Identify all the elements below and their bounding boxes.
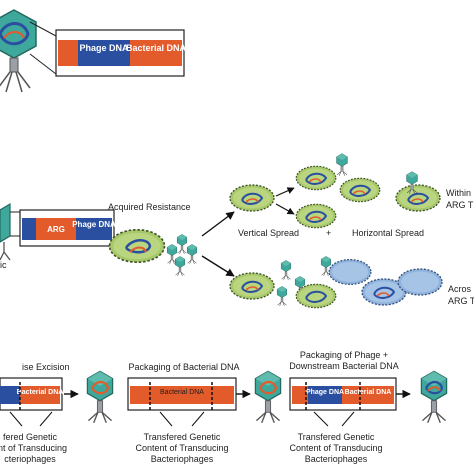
panel2-caption-2: Content of Transducing (135, 443, 228, 453)
top-bacterial-dna-block (130, 40, 182, 66)
vertical-spread-cell-2 (295, 165, 337, 191)
arg-label: ARG (47, 225, 65, 234)
panel1-caption-2: ent of Transducing (0, 443, 67, 453)
across-arg-label-1: Acros (448, 284, 472, 294)
top-bacterial-label: Bacterial DNA (126, 43, 187, 53)
panel2-bacterial-block (130, 386, 234, 404)
across-cell-2 (295, 283, 337, 309)
across-arg-label-2: ARG T (448, 296, 474, 306)
panel3-caption-3: Bacteriophages (305, 454, 368, 464)
across-cell-1 (229, 272, 275, 300)
middle-phage-dna-block (76, 218, 112, 240)
phage-cluster (166, 234, 198, 277)
arrow-down (201, 255, 235, 277)
zoom-lines-top (29, 21, 57, 75)
horizontal-spread-label: Horizontal Spread (352, 228, 424, 238)
middle-arg-block (36, 218, 76, 240)
arrow-spread-2 (275, 203, 295, 215)
across-cell-4 (361, 278, 407, 306)
panel1-bacterial-block (20, 386, 60, 404)
acquired-resistance-label: Acquired Resistance (108, 202, 191, 212)
within-arg-label-1: Within (446, 188, 471, 198)
panel3-title-1: Packaging of Phage + (300, 350, 388, 360)
arrow-spread-1 (275, 187, 295, 197)
panel1-caption-3: cteriophages (4, 454, 56, 464)
panel3-bacterial-block (342, 386, 394, 404)
middle-phage-label: Phage DNA (72, 220, 116, 229)
vertical-spread-cell-3 (295, 203, 337, 229)
panel3-bacterial-label: Bacterial DNA (345, 389, 392, 396)
horizontal-spread-cell (395, 184, 441, 212)
panel1-caption-1: fered Genetic (3, 432, 58, 442)
plus-label: + (326, 228, 331, 238)
panel3-phage-label: Phage DNA (306, 389, 344, 396)
panel2-phage (254, 370, 282, 424)
vertical-spread-cell-4 (339, 177, 381, 203)
panel3-title-2: Downstream Bacterial DNA (289, 361, 399, 371)
across-cell-5 (397, 268, 443, 296)
panel1-phage (86, 370, 114, 424)
resistant-cell (108, 228, 166, 264)
top-phage-dna-block (78, 40, 130, 66)
panel3-caption-2: Content of Transducing (289, 443, 382, 453)
left-partial-label: ic (0, 260, 7, 270)
panel2-caption-1: Transfered Genetic (144, 432, 221, 442)
panel3-phage-block (308, 386, 342, 404)
across-cell-3 (328, 259, 372, 285)
middle-left-phage (0, 202, 11, 261)
top-phage-label: Phage DNA (79, 43, 129, 53)
vertical-spread-label: Vertical Spread (238, 228, 299, 238)
vertical-spread-cell-1 (229, 184, 275, 212)
panel2-title: Packaging of Bacterial DNA (128, 362, 239, 372)
panel1-title: ise Excision (22, 362, 70, 372)
panel2-bacterial-label: Bacterial DNA (160, 389, 204, 396)
panel3-phage (420, 370, 448, 424)
top-phage-dna-segment (58, 40, 78, 66)
within-arg-label-2: ARG T (446, 200, 474, 210)
arrow-up (201, 211, 235, 237)
phage-small (336, 153, 348, 177)
panel1-bacterial-label: Bacterial DNA (17, 389, 64, 396)
panel2-caption-3: Bacteriophages (151, 454, 214, 464)
panel3-caption-1: Transfered Genetic (298, 432, 375, 442)
top-phage (0, 9, 37, 93)
